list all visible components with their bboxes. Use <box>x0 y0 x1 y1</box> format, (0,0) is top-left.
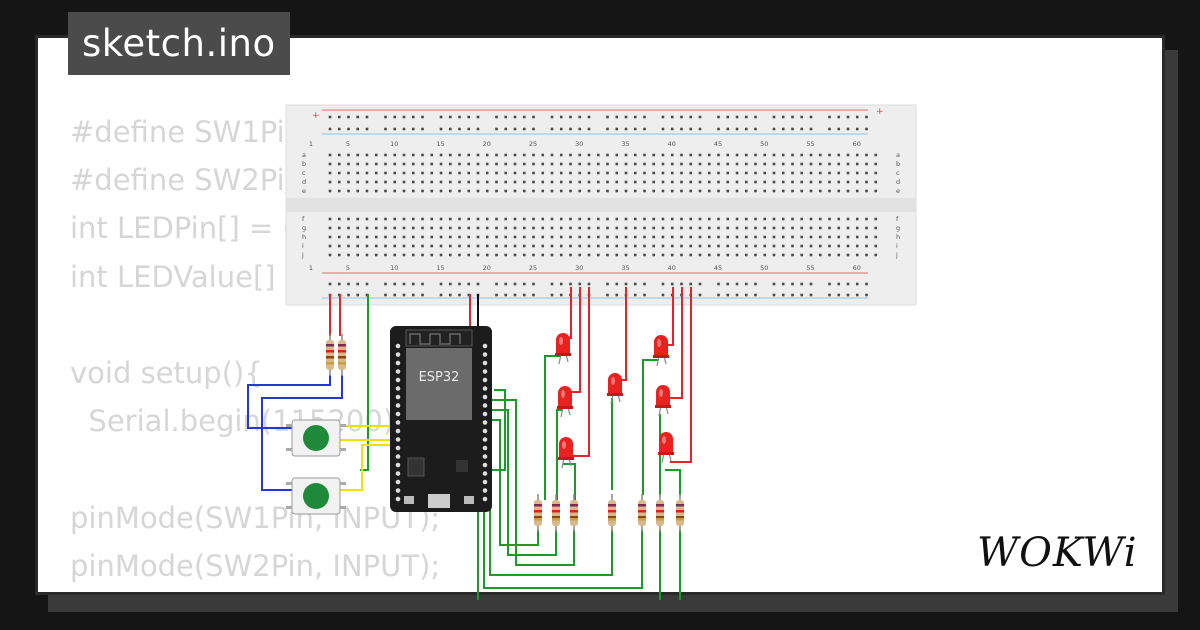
row-label: g <box>302 224 306 232</box>
column-label: 20 <box>483 264 491 272</box>
column-label: 45 <box>714 140 722 148</box>
column-label: 10 <box>390 140 398 148</box>
pushbutton-2[interactable] <box>286 477 346 515</box>
code-line: void setup(){ <box>70 355 263 390</box>
row-label: c <box>302 169 306 177</box>
resistor[interactable] <box>608 500 616 526</box>
code-line: Serial.begin(115200); <box>70 404 404 439</box>
row-label: i <box>896 242 898 250</box>
esp32-board[interactable]: ESP32 <box>390 326 492 512</box>
column-label: 60 <box>853 264 861 272</box>
row-label: b <box>302 160 306 168</box>
wokwi-logo-text: WOKWi <box>977 530 1138 576</box>
column-label: 1 <box>309 140 313 148</box>
row-label: e <box>302 187 306 195</box>
code-line: pinMode(SW2Pin, INPUT); <box>70 548 441 583</box>
code-line: pinMode(SW1Pin, INPUT); <box>70 500 441 535</box>
column-label: 10 <box>390 264 398 272</box>
column-label: 55 <box>806 264 814 272</box>
led-red[interactable] <box>655 385 671 417</box>
resistor[interactable] <box>338 340 346 370</box>
column-label: 5 <box>346 140 350 148</box>
breadboard-holes[interactable] <box>328 115 878 297</box>
column-label: 35 <box>621 264 629 272</box>
row-label: j <box>895 251 898 259</box>
column-label: 35 <box>621 140 629 148</box>
column-label: 30 <box>575 140 583 148</box>
row-label: f <box>302 215 305 223</box>
row-label: e <box>896 187 900 195</box>
row-label: g <box>896 224 900 232</box>
led-red[interactable] <box>653 335 669 367</box>
file-tab-title[interactable]: sketch.ino <box>68 12 290 75</box>
led-red[interactable] <box>607 373 623 405</box>
led-array[interactable] <box>555 333 674 469</box>
column-label: 15 <box>436 264 444 272</box>
column-label: 40 <box>668 264 676 272</box>
row-label: i <box>302 242 304 250</box>
column-label: 60 <box>853 140 861 148</box>
led-red[interactable] <box>558 437 574 469</box>
led-red[interactable] <box>658 432 674 464</box>
column-label: 50 <box>760 140 768 148</box>
button-pulldown-resistors[interactable] <box>326 334 346 376</box>
wokwi-logo: WOKWi <box>977 530 1138 576</box>
resistor[interactable] <box>326 340 334 370</box>
row-label: f <box>896 215 899 223</box>
row-label: b <box>896 160 900 168</box>
rail-plus-label: + <box>312 111 320 121</box>
resistor[interactable] <box>570 500 578 526</box>
row-label: c <box>896 169 900 177</box>
resistor[interactable] <box>656 500 664 526</box>
column-label: 50 <box>760 264 768 272</box>
row-label: a <box>302 151 306 159</box>
column-label: 20 <box>483 140 491 148</box>
esp32-label: ESP32 <box>419 370 460 385</box>
column-label: 15 <box>436 140 444 148</box>
column-label: 1 <box>309 264 313 272</box>
column-label: 40 <box>668 140 676 148</box>
column-label: 45 <box>714 264 722 272</box>
column-label: 25 <box>529 264 537 272</box>
row-label: d <box>302 178 306 186</box>
led-resistors[interactable] <box>534 494 684 532</box>
resistor[interactable] <box>676 500 684 526</box>
column-label: 5 <box>346 264 350 272</box>
pushbutton-1[interactable] <box>286 419 346 457</box>
row-label: h <box>302 233 306 241</box>
led-red[interactable] <box>555 333 571 365</box>
led-red[interactable] <box>557 386 573 418</box>
breadboard-labels: 1155101015152020252530303535404045455050… <box>301 140 900 272</box>
resistor[interactable] <box>638 500 646 526</box>
row-label: d <box>896 178 900 186</box>
column-label: 55 <box>806 140 814 148</box>
resistor[interactable] <box>552 500 560 526</box>
column-label: 25 <box>529 140 537 148</box>
row-label: a <box>896 151 900 159</box>
breadboard[interactable]: + + 115510101515202025253030353540404545… <box>285 104 917 306</box>
row-label: j <box>301 251 304 259</box>
row-label: h <box>896 233 900 241</box>
rail-plus-label-right: + <box>876 107 884 117</box>
column-label: 30 <box>575 264 583 272</box>
resistor[interactable] <box>534 500 542 526</box>
